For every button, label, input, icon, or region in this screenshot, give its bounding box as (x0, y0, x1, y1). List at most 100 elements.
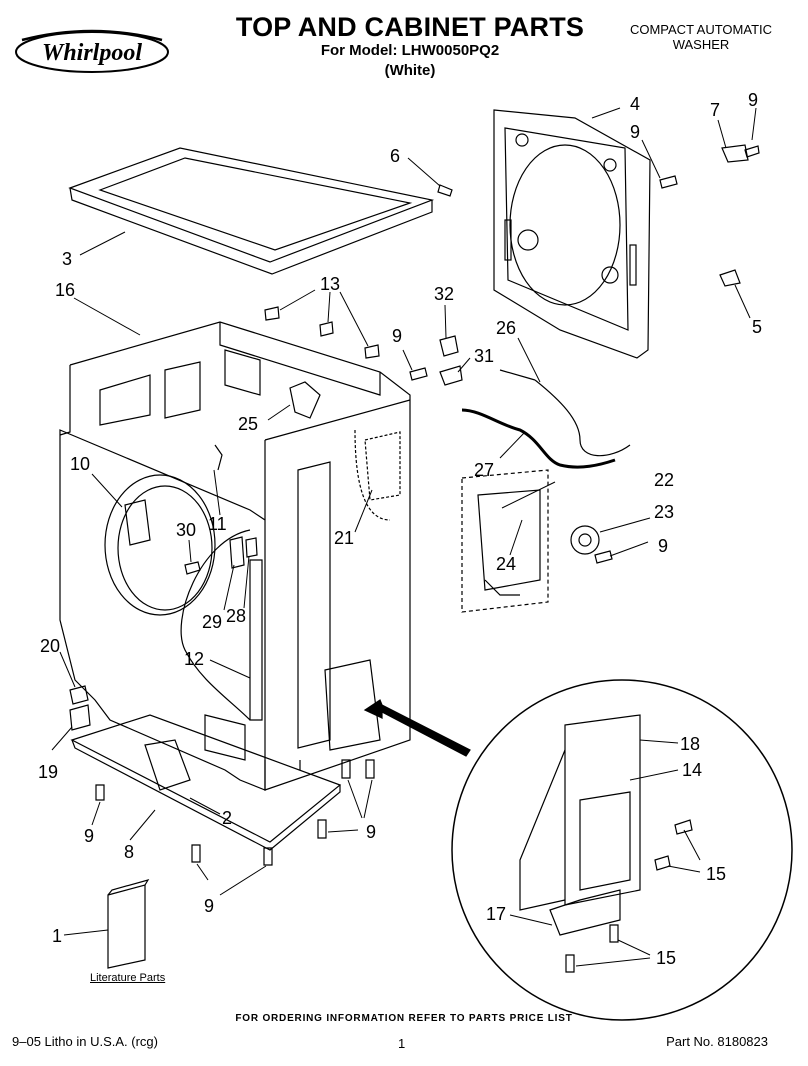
callout-6: 6 (390, 146, 400, 166)
callout-9-c: 9 (392, 326, 402, 346)
callout-3: 3 (62, 249, 72, 269)
screw-15d (565, 954, 575, 973)
plug-32 (439, 335, 459, 357)
model-line: For Model: LHW0050PQ2 (320, 42, 500, 59)
callout-28: 28 (226, 606, 246, 626)
clip-31 (439, 365, 463, 386)
callout-8: 8 (124, 842, 134, 862)
pump-25 (289, 381, 321, 419)
pointer-arrow (363, 699, 471, 757)
callout-29: 29 (202, 612, 222, 632)
screw-9i (191, 844, 201, 863)
callout-11: 11 (208, 514, 227, 534)
clip-strip-part (249, 559, 263, 721)
screw-9f (341, 759, 351, 779)
literature-parts-label: Literature Parts (90, 972, 166, 984)
switch-29 (229, 536, 245, 569)
product-line-1: COMPACT AUTOMATIC (629, 22, 773, 37)
callout-14: 14 (682, 760, 702, 780)
screw-9b (744, 145, 760, 158)
control-housing-part (324, 659, 381, 751)
leader-lines (51, 107, 757, 967)
callout-17: 17 (486, 904, 506, 924)
hinge-part (124, 499, 151, 546)
callout-18: 18 (680, 734, 700, 754)
clip-13a (264, 306, 280, 321)
callout-19: 19 (38, 762, 58, 782)
product-type: COMPACT AUTOMATIC WASHER (606, 22, 796, 52)
screw-9j (263, 847, 273, 866)
callout-30: 30 (176, 520, 196, 540)
svg-text:Whirlpool: Whirlpool (42, 40, 142, 66)
callout-25: 25 (238, 414, 258, 434)
control-box-22-part (461, 469, 549, 613)
callout-15-a: 15 (706, 864, 726, 884)
callout-9-d: 9 (658, 536, 668, 556)
callout-2: 2 (222, 808, 232, 828)
callout-21: 21 (334, 528, 354, 548)
screw-15c (609, 924, 619, 943)
power-cord-part (534, 379, 631, 457)
screw-9g (365, 759, 375, 779)
callout-4: 4 (630, 94, 640, 114)
callout-9-g: 9 (204, 896, 214, 916)
callout-9-b: 9 (630, 122, 640, 142)
callout-9-e: 9 (84, 826, 94, 846)
callout-32: 32 (434, 284, 454, 304)
hose-11 (214, 444, 223, 471)
bracket-21-part (364, 431, 401, 501)
clip-13b (319, 321, 334, 337)
harness-part (180, 529, 251, 721)
screw-30 (184, 561, 201, 575)
page-title: TOP AND CABINET PARTS (235, 12, 585, 42)
page-number: 1 (398, 1036, 406, 1051)
top-panel-part (68, 147, 435, 275)
product-line-2: WASHER (672, 37, 730, 52)
callout-20: 20 (40, 636, 60, 656)
callout-1: 1 (52, 926, 62, 946)
color-line: (White) (384, 62, 436, 79)
callout-9-f: 9 (366, 822, 376, 842)
callout-22: 22 (654, 470, 674, 490)
foot-19 (69, 704, 91, 731)
switch-28 (245, 537, 258, 558)
rear-panel-part (493, 109, 651, 359)
screw-9d (594, 550, 613, 564)
callout-12: 12 (184, 649, 204, 669)
callout-5: 5 (752, 317, 762, 337)
callout-26: 26 (496, 318, 516, 338)
screw-9h (317, 819, 327, 839)
wire-harness-part (461, 408, 616, 469)
nut-20 (69, 685, 89, 705)
callout-15-b: 15 (656, 948, 676, 968)
ordering-note: FOR ORDERING INFORMATION REFER TO PARTS … (235, 1013, 573, 1024)
screw-9a (659, 175, 678, 189)
screw-9e (95, 784, 105, 801)
callout-13: 13 (320, 274, 340, 294)
callout-24: 24 (496, 554, 516, 574)
base-part (70, 714, 342, 851)
thermostat-part (570, 525, 600, 555)
callout-7: 7 (710, 100, 720, 120)
screw-6 (437, 184, 453, 197)
bracket-17 (549, 889, 621, 936)
callout-labels: 1 2 3 4 5 6 7 8 9 9 9 9 9 9 9 10 11 12 1… (38, 90, 762, 968)
detail-magnifier (451, 679, 793, 1021)
litho-text: 9–05 Litho in U.S.A. (rcg) (12, 1034, 158, 1049)
callout-10: 10 (70, 454, 90, 474)
clip-13c (364, 344, 380, 359)
screw-9c (409, 367, 428, 381)
clip-5 (719, 269, 741, 287)
callout-9-a: 9 (748, 90, 758, 110)
whirlpool-logo: Whirlpool (12, 26, 172, 76)
cabinet-body-part (59, 321, 411, 791)
literature-part (107, 884, 146, 969)
screw-15a (674, 819, 693, 835)
bracket-7 (721, 144, 749, 163)
panel-18 (564, 714, 641, 906)
panel-14 (579, 791, 631, 891)
callout-16: 16 (55, 280, 75, 300)
screw-15b (654, 855, 671, 871)
callout-27: 27 (474, 460, 494, 480)
